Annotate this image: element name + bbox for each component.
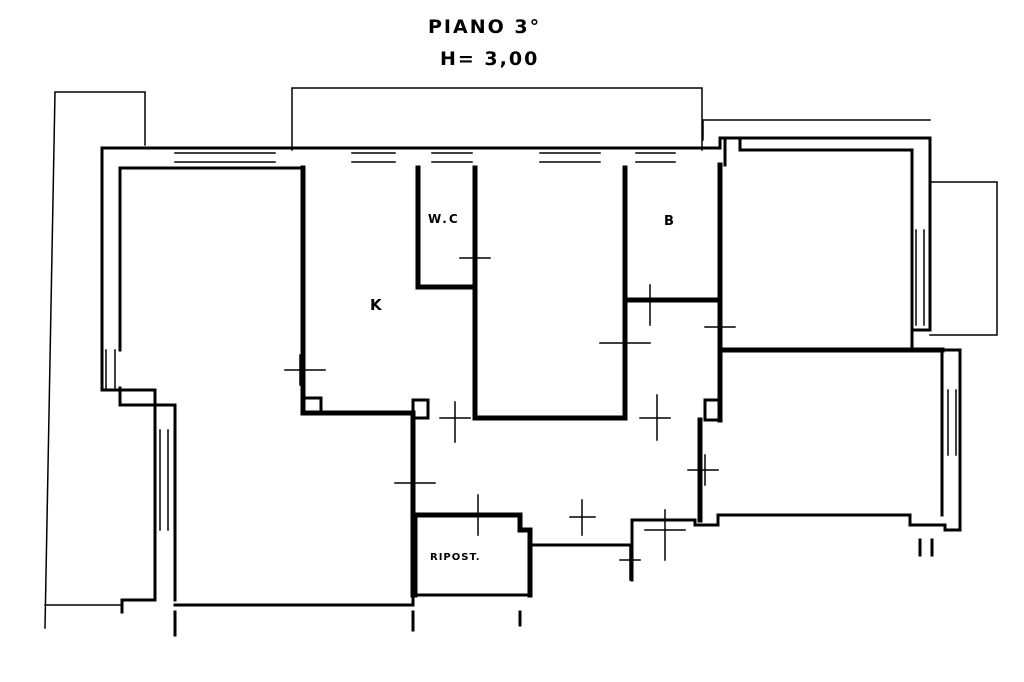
room-label-wc: W.C xyxy=(428,212,460,226)
floor-title: PIANO 3° xyxy=(428,16,542,38)
room-label-storage: RIPOST. xyxy=(430,552,481,563)
windows xyxy=(105,152,957,531)
ceiling-height: H= 3,00 xyxy=(440,48,540,70)
room-label-kitchen: K xyxy=(370,296,384,314)
door-markers xyxy=(284,244,736,581)
balconies xyxy=(44,87,998,629)
room-label-bathroom: B xyxy=(664,214,676,229)
interior-walls xyxy=(300,162,945,598)
